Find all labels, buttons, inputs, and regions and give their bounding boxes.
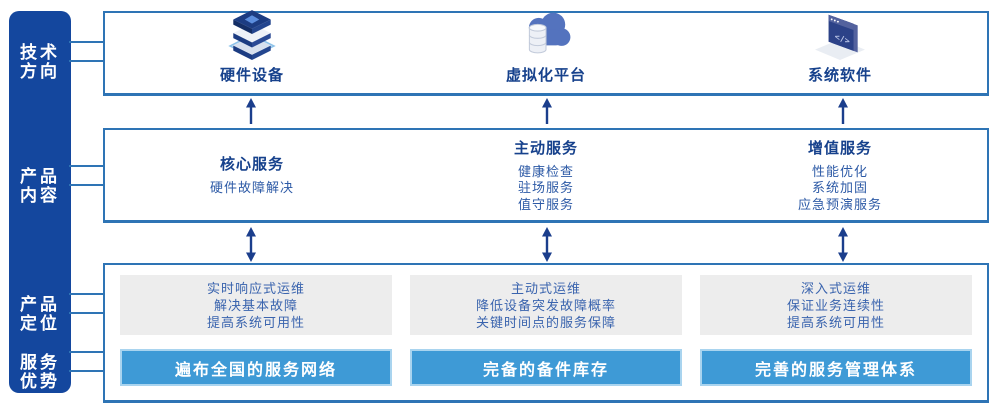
tech-direction-box: 硬件设备 虚拟化平台 (103, 10, 989, 96)
sidebar-label-line: 产品 (20, 167, 60, 186)
sidebar-item-service-advantage: 服务 优势 (9, 353, 71, 391)
svg-text:</>: </> (835, 32, 850, 47)
connector-line (69, 165, 103, 167)
connector-line (69, 293, 103, 295)
content-col-active-service: 主动服务 健康检查 驻场服务 值守服务 (399, 130, 693, 220)
connector-line (69, 370, 103, 372)
up-arrow (542, 98, 552, 124)
sidebar-label-line: 内容 (20, 186, 60, 205)
positioning-line: 主动式运维 (510, 280, 581, 296)
sidebar-label-line: 产品 (20, 295, 60, 314)
up-arrow (246, 98, 256, 124)
tech-item-virtualization: 虚拟化平台 (399, 10, 693, 93)
service-item: 应急预演服务 (797, 196, 882, 212)
position-col-3: 深入式运维 保证业务连续性 提高系统可用性 完善的服务管理体系 (700, 275, 972, 400)
tech-item-hardware: 硬件设备 (105, 10, 399, 93)
positioning-line: 保证业务连续性 (786, 297, 885, 313)
positioning-line: 提高系统可用性 (206, 314, 305, 330)
service-item: 性能优化 (811, 163, 868, 179)
positioning-line: 实时响应式运维 (206, 280, 305, 296)
sidebar-item-product-content: 产品 内容 (9, 167, 71, 205)
sidebar-item-product-positioning: 产品 定位 (9, 295, 71, 333)
double-arrow (246, 227, 256, 262)
positioning-line: 提高系统可用性 (786, 314, 885, 330)
service-title: 核心服务 (219, 156, 284, 174)
positioning-box: 主动式运维 降低设备突发故障概率 关键时间点的服务保障 (410, 275, 682, 335)
advantage-bar: 完善的服务管理体系 (700, 349, 972, 386)
sidebar-label-line: 优势 (20, 372, 60, 391)
tech-item-label: 虚拟化平台 (505, 67, 586, 84)
service-title: 增值服务 (807, 139, 872, 157)
position-col-2: 主动式运维 降低设备突发故障概率 关键时间点的服务保障 完备的备件库存 (410, 275, 682, 400)
connector-line (69, 184, 103, 186)
positioning-line: 关键时间点的服务保障 (475, 314, 616, 330)
code-window-icon: </> (812, 8, 868, 60)
product-content-box: 核心服务 硬件故障解决 主动服务 健康检查 驻场服务 值守服务 增值服务 性能优… (103, 128, 989, 223)
tech-item-software: </> 系统软件 (693, 13, 987, 93)
server-stack-icon (224, 8, 280, 60)
double-arrow (542, 227, 552, 262)
connector-line (69, 312, 103, 314)
product-positioning-box: 实时响应式运维 解决基本故障 提高系统可用性 遍布全国的服务网络 主动式运维 降… (103, 263, 989, 403)
positioning-box: 实时响应式运维 解决基本故障 提高系统可用性 (120, 275, 392, 335)
connector-line (69, 41, 103, 43)
service-title: 主动服务 (513, 139, 578, 157)
sidebar-label-line: 技术 (20, 43, 60, 62)
service-item: 系统加固 (811, 180, 868, 196)
positioning-line: 降低设备突发故障概率 (475, 297, 616, 313)
double-arrow (838, 227, 848, 262)
sidebar-label-line: 服务 (20, 353, 60, 372)
service-item: 驻场服务 (517, 180, 574, 196)
service-item: 硬件故障解决 (209, 180, 294, 196)
positioning-line: 解决基本故障 (213, 297, 298, 313)
sidebar: 技术 方向 产品 内容 产品 定位 服务 优势 (9, 11, 71, 393)
advantage-bar: 遍布全国的服务网络 (120, 349, 392, 386)
advantage-bar: 完备的备件库存 (410, 349, 682, 386)
service-item: 健康检查 (517, 163, 574, 179)
tech-item-label: 硬件设备 (219, 67, 284, 84)
tech-item-label: 系统软件 (807, 67, 872, 84)
connector-line (69, 351, 103, 353)
content-col-core-service: 核心服务 硬件故障解决 (105, 130, 399, 220)
positioning-box: 深入式运维 保证业务连续性 提高系统可用性 (700, 275, 972, 335)
positioning-line: 深入式运维 (800, 280, 871, 296)
sidebar-label-line: 定位 (20, 314, 60, 333)
up-arrow (838, 98, 848, 124)
connector-line (69, 60, 103, 62)
sidebar-item-tech-direction: 技术 方向 (9, 43, 71, 81)
sidebar-label-line: 方向 (20, 62, 60, 81)
service-item: 值守服务 (517, 196, 574, 212)
content-col-value-added-service: 增值服务 性能优化 系统加固 应急预演服务 (693, 130, 987, 220)
cloud-database-icon (519, 10, 573, 60)
position-col-1: 实时响应式运维 解决基本故障 提高系统可用性 遍布全国的服务网络 (120, 275, 392, 400)
